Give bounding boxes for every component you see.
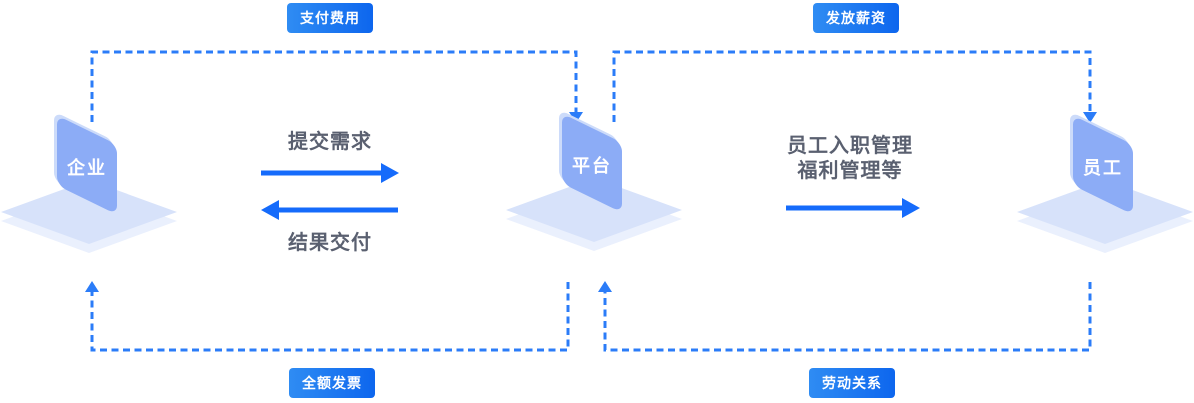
badge-full-invoice: 全额发票 <box>289 368 375 398</box>
badge-labor-relation: 劳动关系 <box>809 368 895 398</box>
label-management-line2: 福利管理等 <box>797 160 903 182</box>
pay-salary-dashed-path <box>612 50 1092 122</box>
invoice-dashed-path <box>90 282 570 352</box>
node-enterprise: 企业 <box>0 111 179 300</box>
badge-pay-fees: 支付费用 <box>287 3 373 33</box>
arrowhead-up-icon <box>598 281 612 292</box>
arrow-right-icon <box>381 163 399 183</box>
arrow-right-icon <box>902 198 920 218</box>
badge-pay-salary: 发放薪资 <box>813 3 899 33</box>
arrowhead-up-icon <box>85 281 99 292</box>
label-result-delivery: 结果交付 <box>288 232 372 254</box>
employee-label: 员工 <box>1083 158 1123 178</box>
pay-fees-dashed-path <box>90 50 578 122</box>
arrowhead-down-icon <box>1083 112 1097 123</box>
labor-relation-dashed-path <box>603 282 1092 352</box>
label-submit-requirements: 提交需求 <box>288 131 372 153</box>
platform-label: 平台 <box>572 156 612 176</box>
arrow-left-icon <box>261 200 279 220</box>
label-management-line1: 员工入职管理 <box>787 135 913 157</box>
node-platform: 平台 <box>504 109 684 298</box>
enterprise-label: 企业 <box>67 158 107 178</box>
node-employee: 员工 <box>1015 111 1194 300</box>
label-management: 员工入职管理 福利管理等 <box>787 134 913 184</box>
